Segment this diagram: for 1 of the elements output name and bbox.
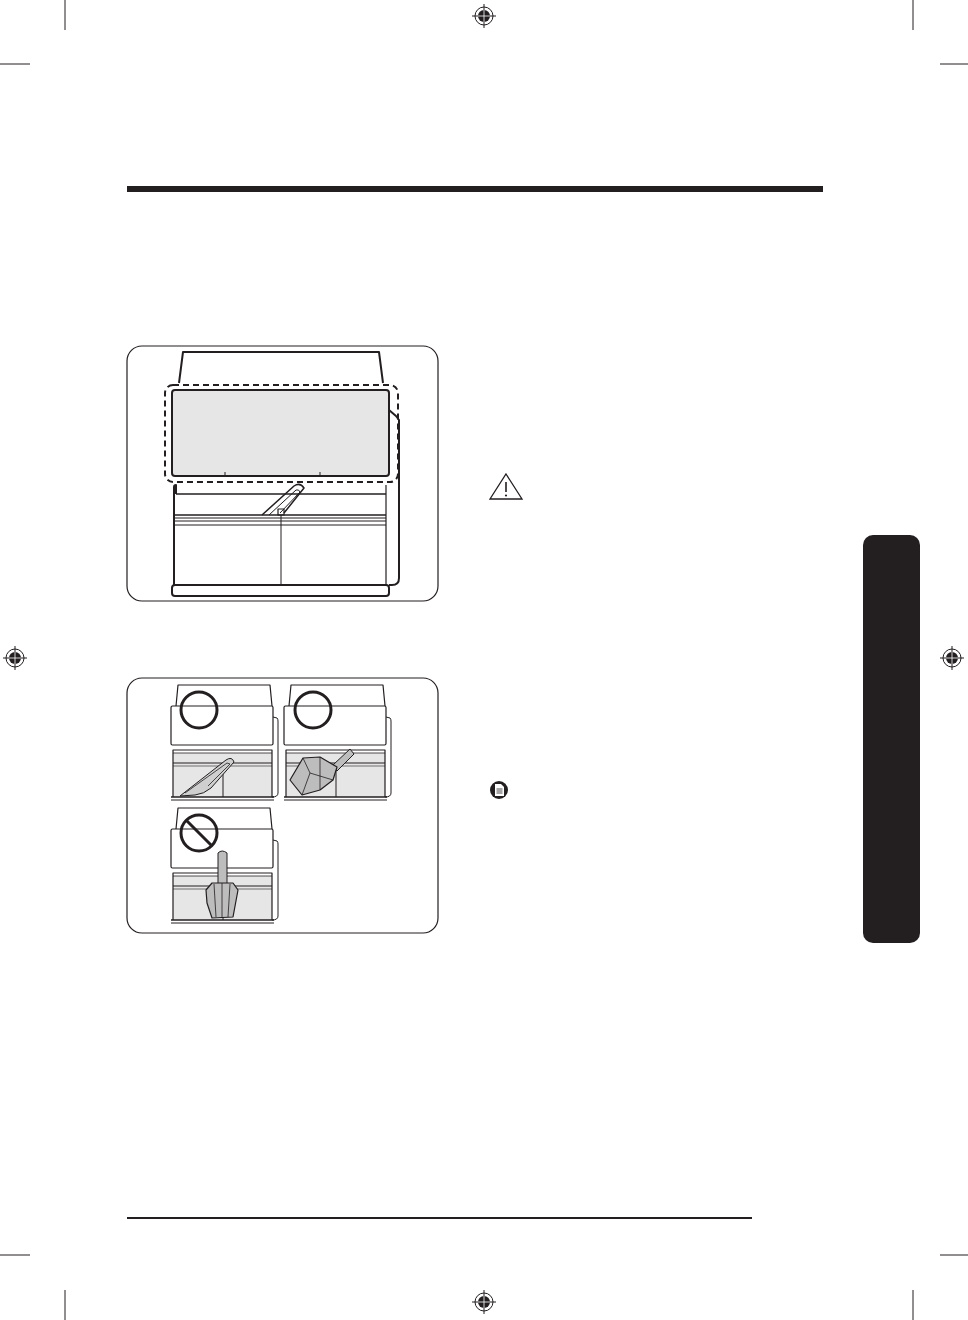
side-tab: [863, 535, 920, 943]
